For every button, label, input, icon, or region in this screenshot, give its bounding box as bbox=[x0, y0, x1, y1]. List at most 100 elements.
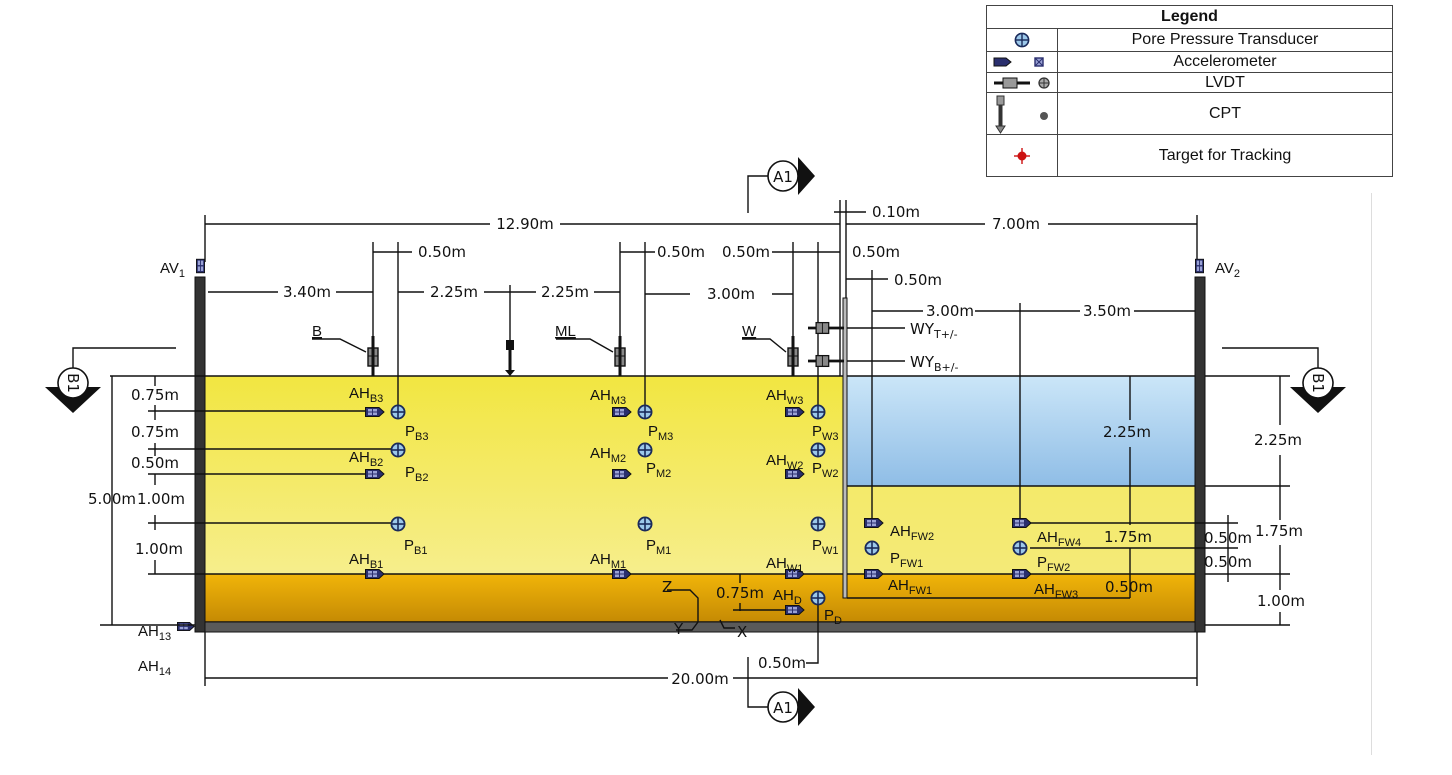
lvdt-wy-top: WYT+/- bbox=[808, 320, 958, 341]
accelerometer-label: AHFW1 bbox=[888, 577, 932, 597]
pore-pressure-transducer-icon bbox=[810, 516, 826, 532]
svg-text:AH14: AH14 bbox=[138, 658, 171, 678]
accelerometer-label: AHM2 bbox=[590, 445, 626, 465]
svg-text:2.25m: 2.25m bbox=[1103, 423, 1151, 441]
dimension-3-00-b: 3.00m bbox=[926, 302, 974, 320]
dimension-0-50-m: 0.50m bbox=[657, 243, 705, 261]
svg-text:1.00m: 1.00m bbox=[1257, 592, 1305, 610]
accelerometer-icon bbox=[365, 469, 385, 479]
legend-table: Legend Pore Pressure Transducer Accelero… bbox=[986, 5, 1393, 177]
accelerometer-label: AHB1 bbox=[349, 551, 383, 571]
page-border bbox=[1371, 193, 1372, 755]
pore-pressure-label: PFW1 bbox=[890, 550, 923, 570]
svg-text:WYT+/-: WYT+/- bbox=[910, 320, 958, 341]
dimension-0-50-fw: 0.50m bbox=[894, 271, 942, 289]
pore-pressure-transducer-icon bbox=[1012, 540, 1028, 556]
dimension-3-00-a: 3.00m bbox=[707, 285, 755, 303]
dimension-0-50-b: 0.50m bbox=[418, 243, 466, 261]
pore-pressure-transducer-icon bbox=[637, 442, 653, 458]
bottom-dimensions: 20.00m 0.50m 0.75m bbox=[204, 574, 1198, 688]
accelerometer-label: AHW3 bbox=[766, 387, 803, 407]
accelerometer-label: AHB3 bbox=[349, 385, 383, 405]
accelerometer-label: AHM3 bbox=[590, 387, 626, 407]
svg-text:1.00m: 1.00m bbox=[135, 540, 183, 558]
accelerometer-label: AHD bbox=[773, 587, 802, 607]
section-marker-a1-top: A1 bbox=[747, 157, 815, 213]
pore-pressure-label: PW1 bbox=[812, 537, 839, 557]
axis-triad: Z Y X bbox=[662, 578, 747, 641]
lvdt-wy-bottom: WYB+/- bbox=[808, 353, 958, 374]
accelerometer-ah14: AH14 bbox=[138, 658, 171, 678]
container-base bbox=[194, 621, 1206, 633]
dimension-0-50-wall: 0.50m bbox=[852, 243, 900, 261]
free-field-soil bbox=[847, 486, 1195, 574]
accelerometer-icon bbox=[1012, 518, 1032, 528]
cpt-ml: ML bbox=[555, 323, 627, 376]
right-dimensions: 2.25m 1.75m 1.00m 0.50m 0.50m 2.25m 1.75… bbox=[1030, 375, 1305, 626]
svg-text:Y: Y bbox=[673, 620, 684, 638]
dimension-20-00: 20.00m bbox=[671, 670, 729, 688]
svg-text:0.50m: 0.50m bbox=[131, 454, 179, 472]
left-dimensions: 5.00m 0.75m 0.75m 0.50m 1.00m 1.00m bbox=[88, 375, 396, 626]
svg-text:AV1: AV1 bbox=[160, 260, 185, 280]
lvdt-icon bbox=[986, 72, 1058, 93]
pore-pressure-transducer-icon bbox=[986, 28, 1058, 52]
pore-pressure-label: PB3 bbox=[405, 423, 428, 443]
pore-pressure-transducer-icon bbox=[637, 404, 653, 420]
accelerometer-av2: AV2 bbox=[1195, 258, 1240, 280]
section-label: A1 bbox=[773, 168, 793, 186]
dimension-total-5-00: 5.00m bbox=[88, 490, 136, 508]
accelerometer-label: AHW1 bbox=[766, 555, 803, 575]
legend-label: Pore Pressure Transducer bbox=[1057, 28, 1393, 52]
svg-text:1.75m: 1.75m bbox=[1255, 522, 1303, 540]
svg-text:WYB+/-: WYB+/- bbox=[910, 353, 958, 374]
tracking-target-icon bbox=[986, 134, 1058, 177]
svg-text:0.75m: 0.75m bbox=[131, 423, 179, 441]
section-label: B1 bbox=[1309, 373, 1327, 393]
svg-text:1.75m: 1.75m bbox=[1104, 528, 1152, 546]
accelerometer-label: AHB2 bbox=[349, 449, 383, 469]
svg-text:W: W bbox=[742, 323, 757, 340]
dimension-12-90: 12.90m bbox=[496, 215, 554, 233]
pore-pressure-transducer-icon bbox=[390, 404, 406, 420]
svg-text:X: X bbox=[737, 623, 747, 641]
cpt-icon bbox=[986, 92, 1058, 135]
accelerometer-label: AHFW3 bbox=[1034, 581, 1078, 601]
pore-pressure-transducer-icon bbox=[390, 516, 406, 532]
accelerometer-icon bbox=[864, 518, 884, 528]
accelerometer-label: AHM1 bbox=[590, 551, 626, 571]
legend-label: Target for Tracking bbox=[1057, 134, 1393, 177]
dimension-3-50: 3.50m bbox=[1083, 302, 1131, 320]
pore-pressure-transducer-icon bbox=[810, 404, 826, 420]
cpt-b: B bbox=[312, 323, 380, 376]
free-field-water bbox=[847, 376, 1195, 486]
pore-pressure-label: PD bbox=[824, 607, 842, 627]
pore-pressure-label: PM1 bbox=[646, 537, 671, 557]
accelerometer-icon bbox=[612, 469, 632, 479]
dimension-2-25-b: 2.25m bbox=[541, 283, 589, 301]
svg-text:ML: ML bbox=[555, 323, 576, 340]
section-label: A1 bbox=[773, 699, 793, 717]
accelerometer-ah13: AH13 bbox=[138, 622, 195, 643]
pore-pressure-transducer-icon bbox=[390, 442, 406, 458]
right-wall bbox=[1194, 276, 1206, 633]
cpt-center bbox=[505, 340, 515, 376]
accelerometer-icon bbox=[785, 407, 805, 417]
accelerometer-icon bbox=[1012, 569, 1032, 579]
svg-text:0.50m: 0.50m bbox=[758, 654, 806, 672]
svg-text:B: B bbox=[312, 323, 322, 340]
legend-title: Legend bbox=[986, 5, 1393, 29]
svg-text:0.75m: 0.75m bbox=[131, 386, 179, 404]
pore-pressure-transducer-icon bbox=[810, 442, 826, 458]
accelerometer-av1: AV1 bbox=[160, 258, 205, 280]
pore-pressure-transducer-icon bbox=[637, 516, 653, 532]
accelerometer-label: AHW2 bbox=[766, 452, 803, 472]
svg-text:AV2: AV2 bbox=[1215, 260, 1240, 280]
accelerometer-label: AHFW4 bbox=[1037, 529, 1081, 549]
left-wall bbox=[194, 276, 206, 633]
pore-pressure-label: PB2 bbox=[405, 464, 428, 484]
pore-pressure-label: PM3 bbox=[648, 423, 673, 443]
section-marker-b1-left: B1 bbox=[45, 347, 176, 413]
